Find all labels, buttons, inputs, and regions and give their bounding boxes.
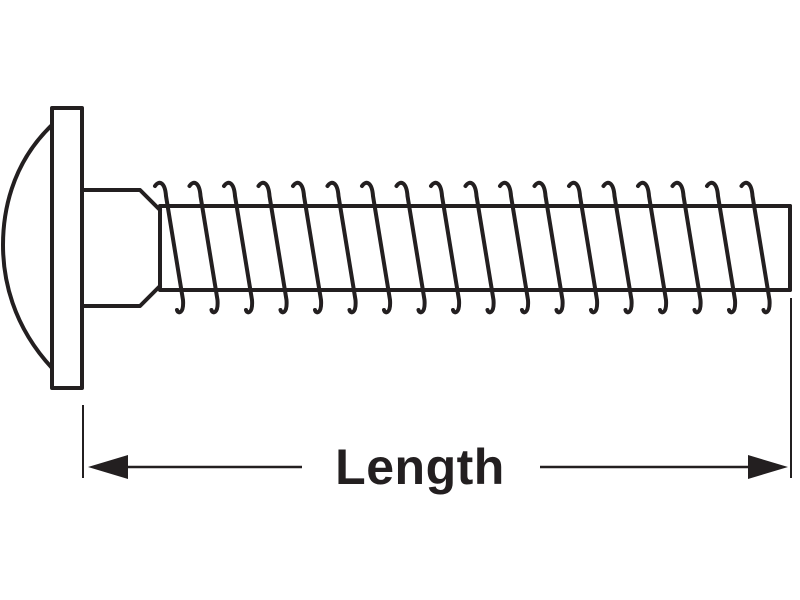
thread-line — [187, 180, 220, 315]
dimension-label: Length — [335, 439, 505, 495]
thread-line — [567, 180, 600, 315]
thread-line — [601, 180, 634, 315]
thread-line — [429, 180, 462, 315]
thread-line — [222, 180, 255, 315]
thread-line — [463, 180, 496, 315]
thread-line — [636, 180, 669, 315]
dimension-arrow-right — [748, 455, 788, 479]
screw-head-dome — [1, 123, 54, 370]
thread-line — [394, 180, 427, 315]
thread-line — [325, 180, 358, 315]
thread-line — [670, 180, 703, 315]
dimension-arrow-left — [88, 455, 128, 479]
thread-line — [739, 180, 772, 315]
thread-line — [360, 180, 393, 315]
screw-head-flange — [50, 106, 84, 390]
thread-line — [498, 180, 531, 315]
screw-threads — [153, 180, 772, 315]
thread-line — [291, 180, 324, 315]
thread-line — [532, 180, 565, 315]
thread-line — [153, 180, 186, 315]
screw-neck — [80, 188, 162, 308]
thread-line — [705, 180, 738, 315]
thread-line — [256, 180, 289, 315]
